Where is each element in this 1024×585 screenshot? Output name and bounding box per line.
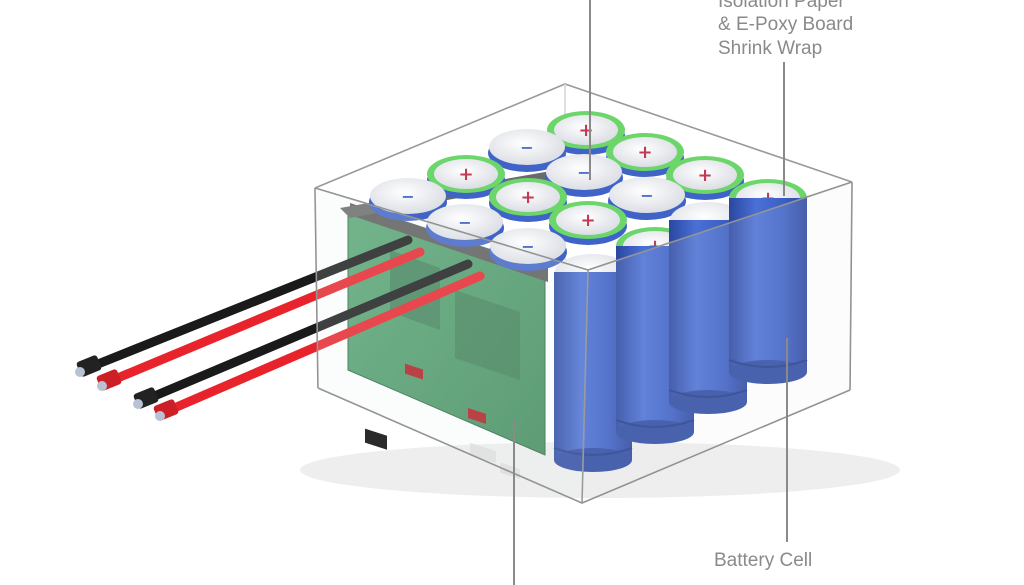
negative-symbol: − (640, 186, 653, 205)
label-shrink-wrap: Shrink Wrap (718, 38, 823, 59)
positive-symbol: + (637, 142, 652, 163)
positive-symbol: + (520, 187, 535, 208)
cell-bodies (553, 198, 808, 472)
negative-symbol: − (520, 138, 533, 157)
cell-positive-terminal: + (666, 156, 744, 200)
wire-black-2 (140, 259, 473, 405)
cell-positive-terminal: + (427, 155, 505, 199)
label-battery-cell: Battery Cell (714, 550, 813, 571)
label-epoxy-board: & E-Poxy Board (718, 14, 854, 35)
wire-bundle (75, 235, 486, 424)
negative-symbol: − (577, 163, 590, 182)
shrink-wrap-front-face (315, 188, 588, 503)
cell-negative-terminal: − (426, 204, 504, 247)
positive-symbol: + (697, 165, 712, 186)
cell-negative-terminal: − (369, 178, 447, 221)
leader-lines (513, 0, 788, 585)
negative-symbol: − (401, 187, 414, 206)
positive-symbol: + (458, 164, 473, 185)
cell-negative-terminal: − (608, 177, 686, 220)
wire-black-1 (83, 235, 413, 373)
cell-positive-terminal: + (606, 133, 684, 177)
cell-positive-terminal: + (549, 201, 627, 245)
positive-symbol: + (578, 120, 593, 141)
negative-symbol: − (458, 213, 471, 232)
cell-positive-terminal: + (489, 178, 567, 222)
shrink-wrap-front-edges (314, 181, 853, 504)
shrink-wrap-right-face (582, 182, 852, 503)
wire-red-2 (160, 271, 485, 417)
cell-negative-terminal: − (545, 154, 623, 197)
label-isolation-paper: Isolation Paper (718, 0, 845, 12)
positive-symbol: + (580, 210, 595, 231)
wire-red-1 (103, 247, 425, 387)
cell-negative-terminal: − (488, 129, 566, 172)
